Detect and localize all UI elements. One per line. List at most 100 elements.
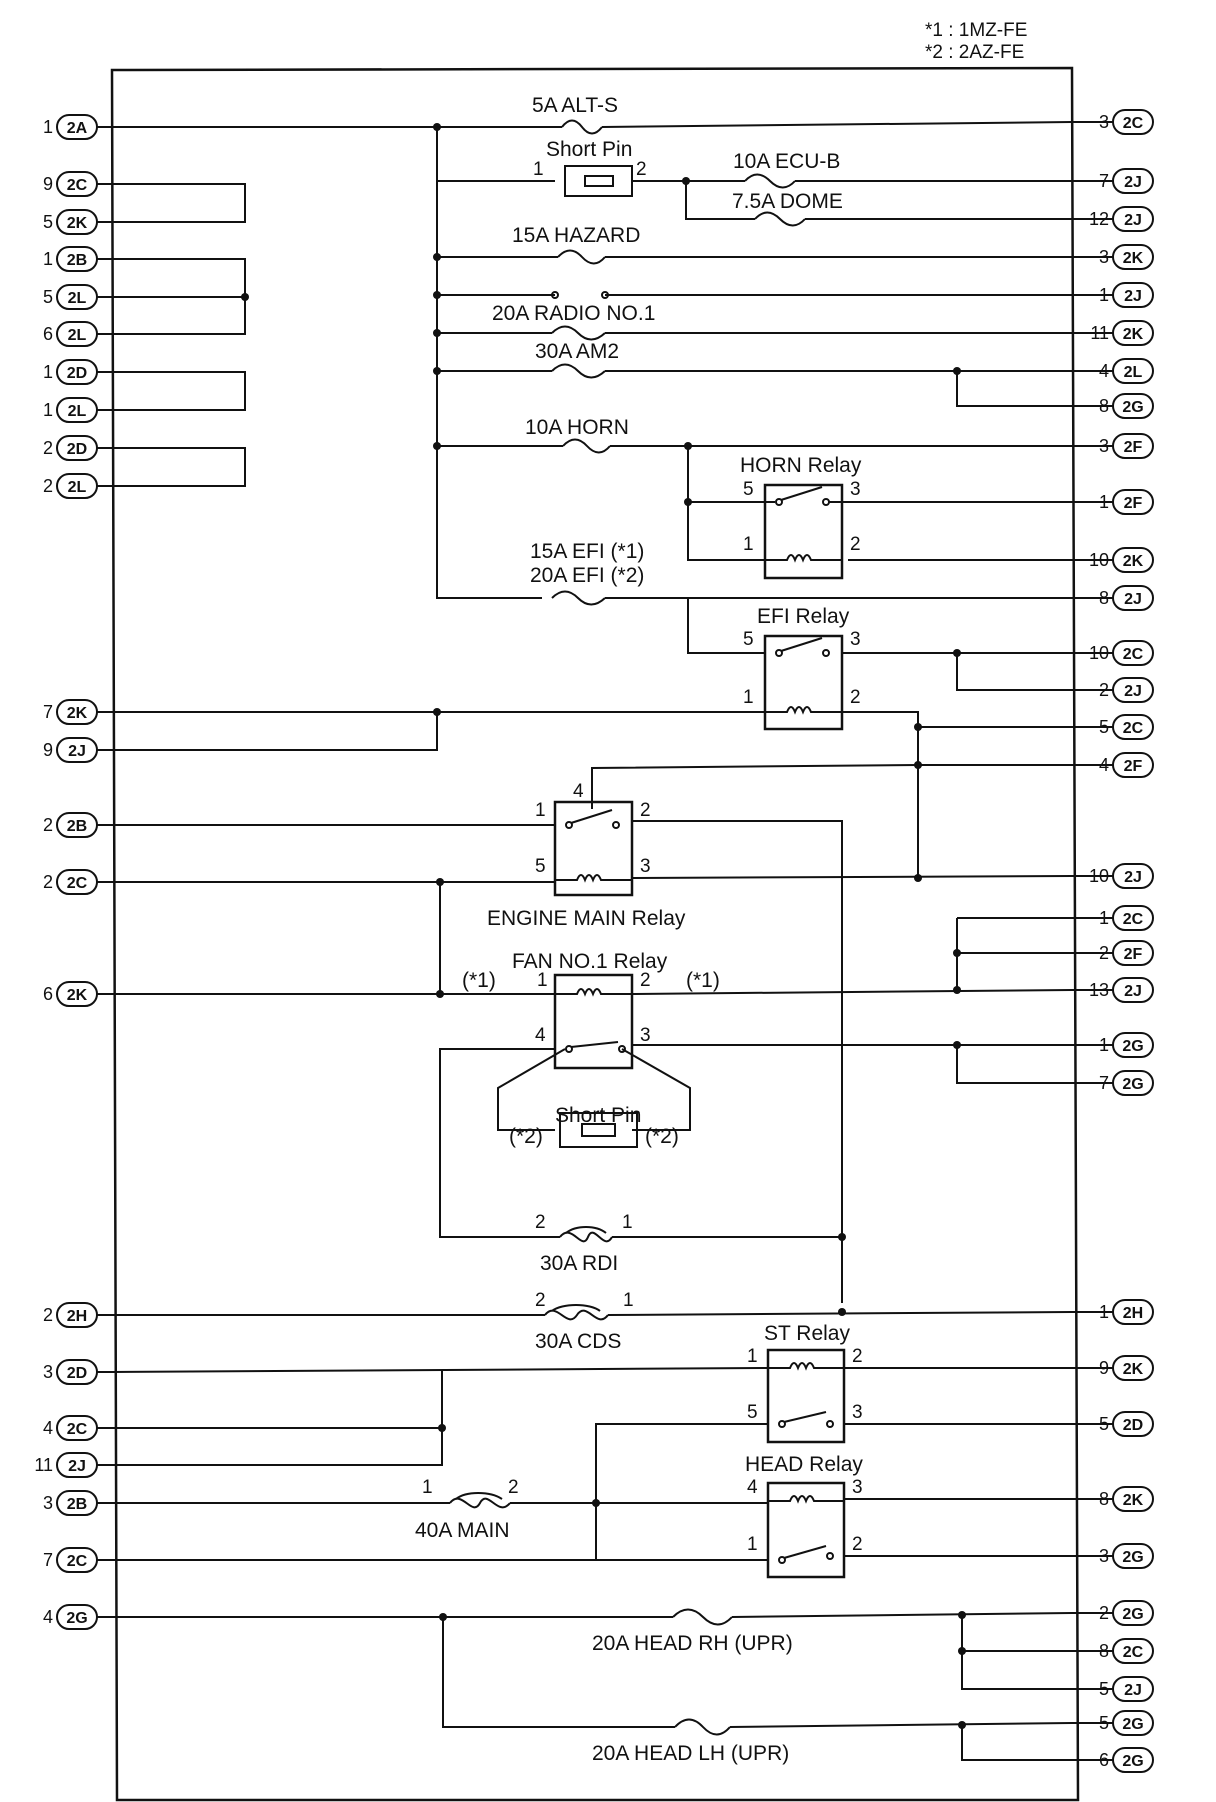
connector-terminal: 2G7 [1072, 1070, 1154, 1096]
connector-terminal: 2L1 [43, 397, 112, 423]
connector-code: 2F [1124, 946, 1143, 963]
fuse-radio-no1: 20A RADIO NO.1 [492, 302, 655, 341]
svg-text:1: 1 [747, 1534, 758, 1555]
connector-code: 2C [1123, 1644, 1144, 1661]
connector-terminal: 2C1 [1072, 905, 1154, 931]
connector-terminal: 2C9 [43, 171, 112, 197]
svg-text:Short Pin: Short Pin [546, 138, 632, 161]
fuse-head-lh: 20A HEAD LH (UPR) [592, 1718, 789, 1765]
connector-terminal: 2G 3 [1072, 1543, 1154, 1569]
terminal-number: 8 [1099, 396, 1109, 416]
terminal-number: 8 [1099, 1489, 1109, 1509]
connector-code: 2D [67, 365, 87, 382]
connector-code: 2C [67, 875, 88, 892]
connector-terminal: 2C3 [1072, 109, 1154, 135]
connector-terminal: 2C2 [43, 869, 112, 895]
svg-text:1: 1 [535, 800, 546, 821]
svg-text:ST Relay: ST Relay [764, 1322, 850, 1345]
terminal-number: 4 [43, 1418, 53, 1438]
svg-text:(*2): (*2) [645, 1125, 679, 1148]
connector-code: 2G [1122, 1753, 1143, 1770]
terminal-number: 8 [1099, 1641, 1109, 1661]
connector-terminal: 2D3 [43, 1359, 112, 1385]
svg-text:30A CDS: 30A CDS [535, 1330, 621, 1353]
connector-code: 2L [68, 327, 87, 344]
terminal-number: 13 [1089, 980, 1109, 1000]
connector-code: 2C [67, 1553, 88, 1570]
svg-text:Short Pin: Short Pin [555, 1104, 641, 1127]
svg-text:20A HEAD LH (UPR): 20A HEAD LH (UPR) [592, 1742, 789, 1765]
terminal-number: 11 [34, 1455, 53, 1475]
connector-terminal: 2C4 [43, 1415, 112, 1441]
note-1mz: *1 : 1MZ-FE [925, 20, 1027, 41]
right-connectors: 2C32J72J122K32J12K112L42G82F32F12K102J82… [1072, 109, 1154, 1773]
connector-terminal: 2K6 [43, 981, 112, 1007]
connector-code: 2K [1123, 326, 1144, 343]
connector-code: 2F [1124, 495, 1143, 512]
connector-code: 2J [1124, 1682, 1142, 1699]
terminal-number: 2 [43, 815, 53, 835]
svg-text:2: 2 [636, 159, 647, 180]
fuse-alt-s: 5A ALT-S [532, 94, 618, 135]
fuse-dome: 7.5A DOME [732, 190, 843, 227]
connector-code: 2F [1124, 439, 1143, 456]
svg-text:3: 3 [852, 1402, 863, 1423]
svg-text:HEAD Relay: HEAD Relay [745, 1453, 863, 1476]
connector-terminal: 2J 5 [1072, 1676, 1154, 1702]
connector-terminal: 2D1 [43, 359, 112, 385]
fuse-ecu-b: 10A ECU-B [733, 150, 840, 189]
connector-code: 2J [1124, 174, 1142, 191]
connector-terminal: 2L4 [1072, 358, 1154, 384]
connector-code: 2K [1123, 1492, 1144, 1509]
terminal-number: 5 [1099, 1679, 1109, 1699]
terminal-number: 9 [43, 740, 53, 760]
terminal-number: 10 [1089, 866, 1109, 886]
terminal-number: 2 [1099, 1603, 1109, 1623]
svg-text:20A RADIO NO.1: 20A RADIO NO.1 [492, 302, 655, 325]
connector-code: 2G [1122, 1549, 1143, 1566]
terminal-number: 4 [43, 1607, 53, 1627]
svg-text:3: 3 [640, 856, 651, 877]
svg-text:2: 2 [852, 1534, 863, 1555]
junction-dots [241, 123, 966, 1729]
terminal-number: 2 [43, 476, 53, 496]
connector-terminal: 2J9 [43, 737, 112, 763]
fuse-head-rh: 20A HEAD RH (UPR) [592, 1608, 793, 1655]
connector-code: 2J [68, 1458, 86, 1475]
terminal-number: 5 [1099, 1713, 1109, 1733]
connector-terminal: 2G6 [1072, 1747, 1154, 1773]
fuse-am2: 30A AM2 [535, 340, 619, 379]
connector-terminal: 2K9 [1072, 1355, 1154, 1381]
terminal-number: 1 [1099, 492, 1109, 512]
connector-code: 2C [1123, 646, 1144, 663]
connector-terminal: 2G1 [1072, 1032, 1154, 1058]
connector-terminal: 2C5 [1072, 714, 1154, 740]
fuse-horn: 10A HORN [525, 416, 629, 454]
connector-terminal: 2K5 [43, 209, 112, 235]
connector-code: 2B [67, 252, 87, 269]
connector-terminal: 2J8 [1072, 585, 1154, 611]
connector-terminal: 2G2 [1072, 1600, 1154, 1626]
terminal-number: 6 [43, 324, 53, 344]
connector-terminal: 2J 11 [34, 1452, 112, 1478]
terminal-number: 7 [1099, 171, 1109, 191]
terminal-number: 9 [1099, 1358, 1109, 1378]
svg-text:3: 3 [850, 629, 861, 650]
connector-code: 2C [1123, 115, 1144, 132]
terminal-number: 5 [1099, 1414, 1109, 1434]
terminal-number: 3 [1099, 1546, 1109, 1566]
connector-code: 2L [68, 290, 87, 307]
note-2az: *2 : 2AZ-FE [925, 42, 1024, 63]
connector-terminal: 2J1 [1072, 282, 1154, 308]
terminal-number: 1 [43, 117, 53, 137]
svg-text:3: 3 [850, 479, 861, 500]
connector-code: 2J [1124, 288, 1142, 305]
connector-code: 2L [1124, 364, 1143, 381]
